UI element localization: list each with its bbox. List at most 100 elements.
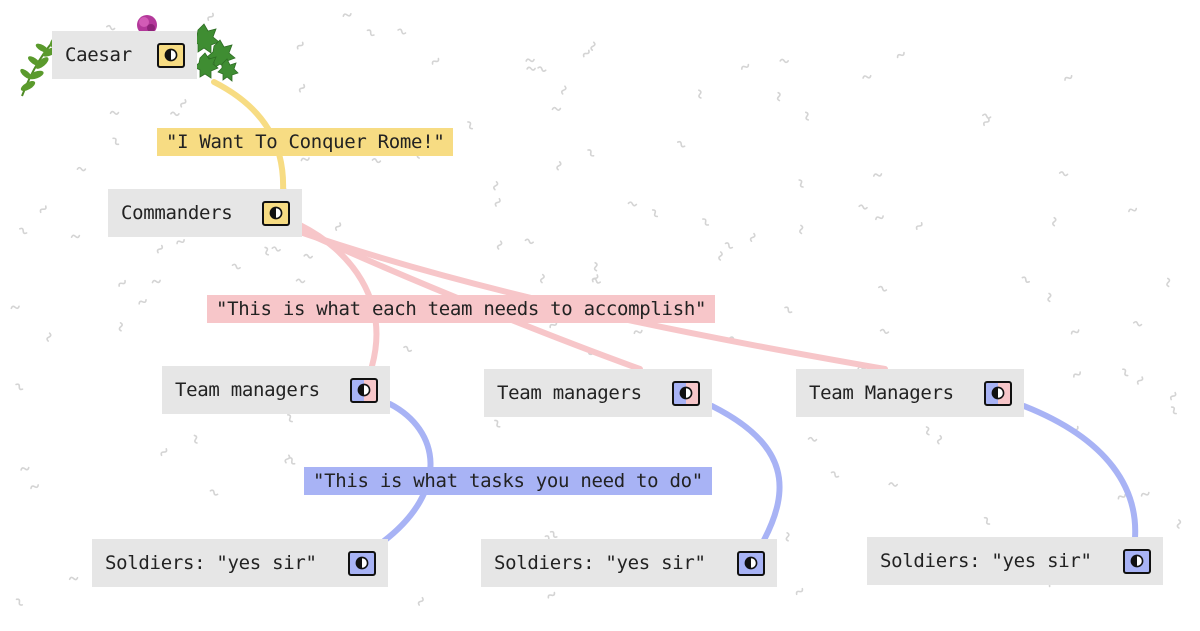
half-circle-toggle-icon[interactable] xyxy=(737,550,765,576)
squiggle-mark xyxy=(785,532,790,542)
half-circle-toggle-icon[interactable] xyxy=(350,377,378,403)
squiggle-mark xyxy=(526,66,536,71)
squiggle-mark xyxy=(138,298,147,305)
squiggle-mark xyxy=(982,113,992,119)
squiggle-mark xyxy=(1128,207,1138,213)
half-circle-toggle-icon[interactable] xyxy=(262,200,290,226)
squiggle-mark xyxy=(1136,376,1144,385)
squiggle-mark xyxy=(170,111,180,117)
squiggle-mark xyxy=(539,273,545,284)
squiggle-mark xyxy=(209,489,219,496)
half-circle-toggle-icon[interactable] xyxy=(672,380,700,406)
edge-manager1-soldiers1 xyxy=(381,401,434,544)
squiggle-mark xyxy=(724,242,734,249)
squiggle-mark xyxy=(875,215,884,221)
edge-label-caesar-commanders: "I Want To Conquer Rome!" xyxy=(157,128,454,156)
squiggle-mark xyxy=(39,205,47,214)
squiggle-mark xyxy=(18,227,28,235)
squiggle-mark xyxy=(830,471,840,478)
squiggle-mark xyxy=(1140,491,1150,497)
squiggle-mark xyxy=(1021,276,1031,284)
squiggle-mark xyxy=(549,530,558,538)
squiggle-mark xyxy=(798,179,804,188)
squiggle-mark xyxy=(287,414,293,423)
edge-manager3-soldiers3 xyxy=(1021,403,1139,541)
squiggle-mark xyxy=(591,277,602,284)
squiggle-mark xyxy=(1176,519,1182,529)
squiggle-mark xyxy=(587,149,595,157)
squiggle-mark xyxy=(112,137,120,146)
squiggle-mark xyxy=(582,49,590,58)
node-team-managers-2-label: Team managers xyxy=(497,382,642,404)
squiggle-mark xyxy=(366,29,375,37)
node-soldiers-3-label: Soldiers: "yes sir" xyxy=(880,550,1092,572)
node-caesar[interactable]: Caesar xyxy=(52,31,197,79)
squiggle-mark xyxy=(537,66,547,72)
squiggle-mark xyxy=(493,180,499,191)
node-soldiers-1-label: Soldiers: "yes sir" xyxy=(105,552,317,574)
node-team-managers-1[interactable]: Team managers xyxy=(162,366,390,414)
half-circle-toggle-icon[interactable] xyxy=(984,380,1012,406)
node-soldiers-2[interactable]: Soldiers: "yes sir" xyxy=(481,539,777,587)
squiggle-mark xyxy=(982,117,990,127)
half-circle-toggle-icon[interactable] xyxy=(348,550,376,576)
squiggle-mark xyxy=(118,279,126,287)
squiggle-mark xyxy=(288,456,296,465)
squiggle-mark xyxy=(524,238,534,245)
background-squiggle-pattern xyxy=(10,12,1182,606)
squiggle-mark xyxy=(936,434,943,445)
node-soldiers-3[interactable]: Soldiers: "yes sir" xyxy=(867,537,1163,585)
squiggle-mark xyxy=(633,329,643,335)
squiggle-mark xyxy=(925,426,930,436)
squiggle-mark xyxy=(417,596,424,606)
half-circle-toggle-icon[interactable] xyxy=(157,42,185,68)
squiggle-mark xyxy=(15,598,24,606)
node-commanders[interactable]: Commanders xyxy=(108,189,302,237)
edge-label-commanders-managers: "This is what each team needs to accompl… xyxy=(207,295,716,323)
node-team-managers-2[interactable]: Team managers xyxy=(484,369,712,417)
squiggle-mark xyxy=(494,197,501,207)
squiggle-mark xyxy=(68,576,79,581)
squiggle-mark xyxy=(1047,292,1052,303)
squiggle-mark xyxy=(264,246,270,256)
squiggle-mark xyxy=(30,484,39,490)
squiggle-mark xyxy=(862,74,872,79)
squiggle-mark xyxy=(718,251,723,261)
squiggle-mark xyxy=(397,28,407,35)
half-circle-toggle-icon[interactable] xyxy=(1123,548,1151,574)
squiggle-mark xyxy=(795,587,804,596)
squiggle-mark xyxy=(496,240,503,250)
squiggle-mark xyxy=(1132,320,1143,327)
squiggle-mark xyxy=(560,85,567,95)
squiggle-mark xyxy=(295,278,306,284)
squiggle-mark xyxy=(180,98,187,108)
squiggle-mark xyxy=(1117,493,1126,500)
squiggle-mark xyxy=(879,328,890,335)
squiggle-mark xyxy=(779,58,789,64)
squiggle-mark xyxy=(651,209,659,218)
squiggle-mark xyxy=(20,466,30,471)
squiggle-mark xyxy=(915,221,923,231)
node-caesar-label: Caesar xyxy=(65,44,132,66)
node-team-managers-3[interactable]: Team Managers xyxy=(796,369,1024,417)
squiggle-mark xyxy=(156,244,164,254)
squiggle-mark xyxy=(207,12,214,21)
squiggle-mark xyxy=(118,322,123,332)
squiggle-mark xyxy=(1166,277,1171,288)
squiggle-mark xyxy=(334,222,342,231)
squiggle-mark xyxy=(1070,329,1080,335)
node-soldiers-1[interactable]: Soldiers: "yes sir" xyxy=(92,539,388,587)
squiggle-mark xyxy=(799,224,804,235)
squiggle-mark xyxy=(193,434,198,444)
squiggle-mark xyxy=(176,239,185,245)
squiggle-mark xyxy=(749,232,756,243)
squiggle-mark xyxy=(1121,368,1129,377)
squiggle-mark xyxy=(403,345,413,352)
squiggle-mark xyxy=(46,332,52,342)
squiggle-mark xyxy=(70,234,81,239)
squiggle-mark xyxy=(525,58,535,63)
squiggle-mark xyxy=(627,201,638,207)
squiggle-mark xyxy=(1073,371,1081,378)
node-team-managers-3-label: Team Managers xyxy=(809,382,954,404)
squiggle-mark xyxy=(303,253,313,259)
